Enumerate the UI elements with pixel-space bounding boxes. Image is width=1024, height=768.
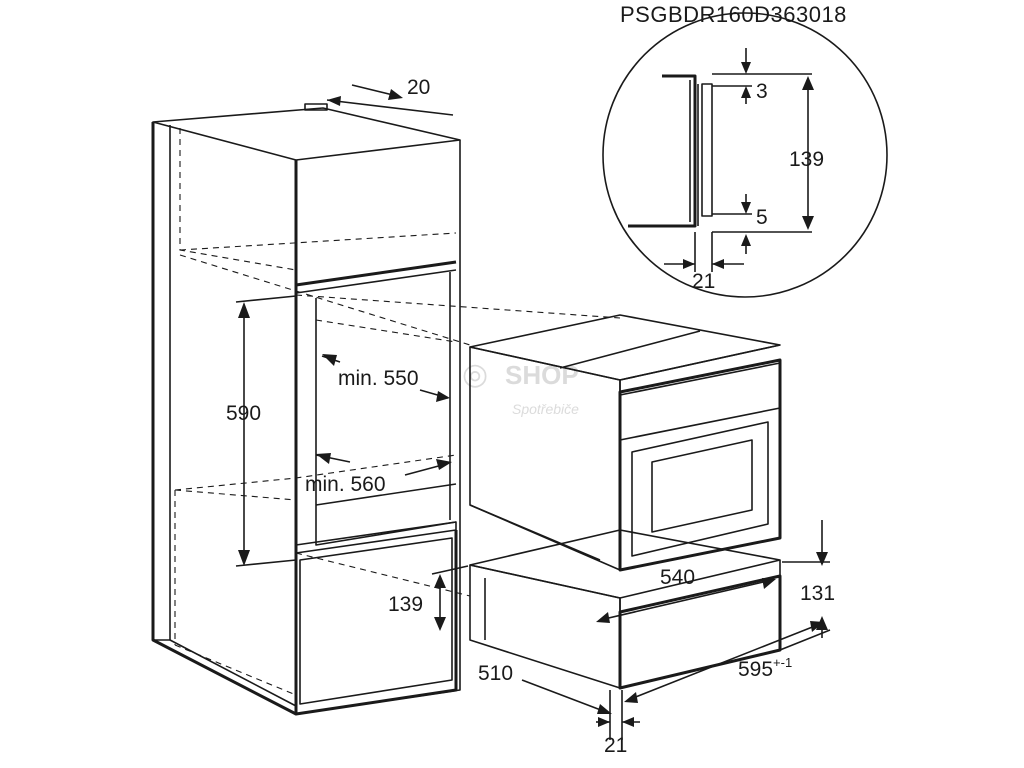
label-appliance-height: 131 (800, 582, 835, 605)
detail-label-panel-height: 139 (789, 148, 824, 171)
label-appliance-width: 540 (660, 566, 695, 589)
label-min-depth: min. 560 (305, 473, 386, 496)
cabinet-top-face (152, 107, 461, 161)
label-min-width: min. 550 (338, 367, 419, 390)
detail-label-panel-depth: 21 (692, 270, 715, 293)
watermark-line1: SHOP (505, 360, 579, 390)
detail-label-gap-bottom: 5 (756, 206, 768, 229)
detail-cabinet-panel (628, 74, 697, 228)
dimension-marks (235, 84, 831, 740)
appliance-window (631, 421, 769, 557)
detail-front-panel (701, 83, 713, 217)
warming-drawer (469, 529, 782, 690)
appliance-control-strip (619, 362, 781, 441)
label-top-depth: 20 (407, 76, 430, 99)
label-drawer-offset-bottom: 21 (604, 734, 627, 757)
watermark-logo-icon: ◎ (462, 358, 488, 391)
projection-lines (174, 128, 621, 696)
watermark: ◎ SHOP Spotřebiče (462, 358, 579, 417)
appliance-drawer (469, 314, 782, 572)
document-code: PSGBDR160D363018 (620, 2, 847, 27)
detail-circle (602, 12, 888, 298)
detail-circle-outline (602, 12, 888, 298)
label-drawer-height-left: 139 (388, 593, 423, 616)
cabinet (151, 103, 461, 716)
label-front-width: 595+-1 (738, 655, 792, 681)
label-drawer-depth: 510 (478, 662, 513, 685)
label-niche-height: 590 (226, 402, 261, 425)
appliance-front-panel (618, 358, 782, 572)
watermark-line2: Spotřebiče (512, 401, 579, 417)
niche-inner-frame (315, 298, 457, 546)
detail-label-gap-top: 3 (756, 80, 768, 103)
